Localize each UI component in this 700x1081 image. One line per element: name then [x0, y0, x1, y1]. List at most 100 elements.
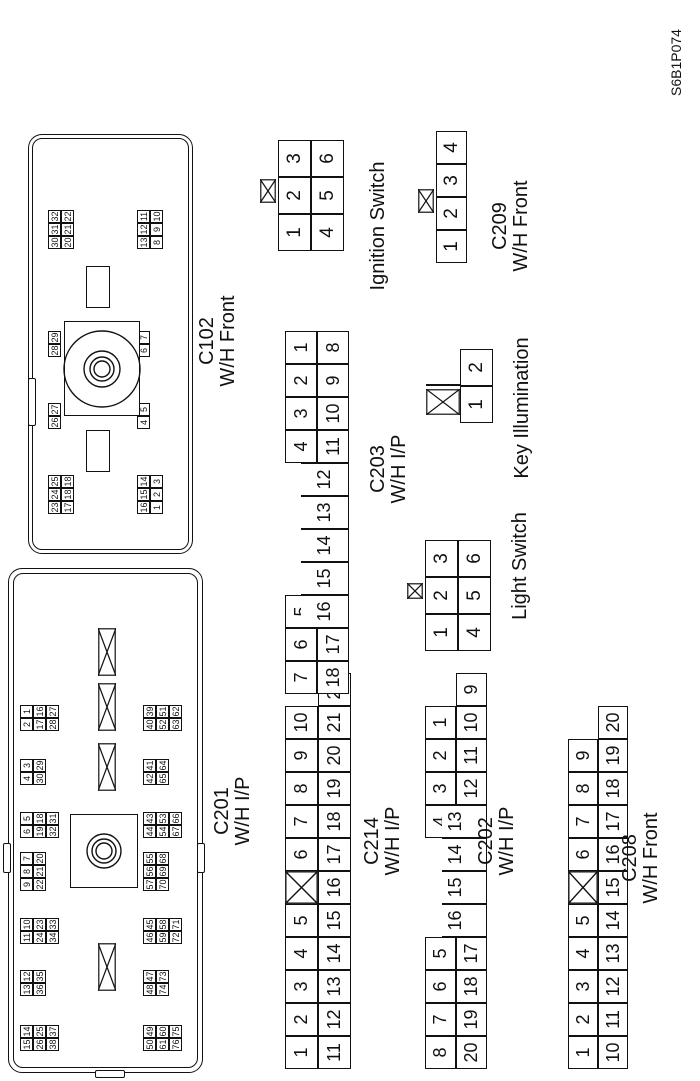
c201-pin-6: 6 [20, 825, 33, 838]
light-switch-pin-3: 3 [425, 540, 458, 577]
c102-pin-28: 28 [48, 344, 61, 357]
c203-pin-1: 1 [285, 331, 317, 364]
c202-label: C202 W/H I/P [475, 781, 518, 901]
c201-pin-63: 63 [169, 718, 182, 731]
c201-pin-67: 67 [169, 825, 182, 838]
c102-pin-4: 4 [137, 416, 150, 429]
c201-pin-30: 30 [33, 772, 46, 785]
c201-pin-11: 11 [20, 931, 33, 944]
c209-pin-1: 1 [436, 230, 467, 263]
c102-harness: W/H Front [217, 295, 239, 387]
c201-pin-36: 36 [33, 983, 46, 996]
c201-pin-39: 39 [143, 705, 156, 718]
c214-pin-4: 4 [285, 937, 318, 970]
c201-pin-71: 71 [169, 918, 182, 931]
c208-pin-13: 13 [598, 937, 628, 970]
c209-harness: W/H Front [510, 180, 532, 272]
c209-pin-3: 3 [436, 164, 467, 197]
c202-pin-1: 1 [425, 706, 456, 739]
c102-slot-right [86, 266, 110, 308]
c102-pin-16: 16 [137, 501, 150, 514]
diagram-code: S6B1P074 [668, 29, 684, 96]
c201-pin-61: 61 [156, 1038, 169, 1051]
ignition-switch-pin-1: 1 [278, 214, 311, 251]
c202-pin-6: 6 [425, 970, 456, 1003]
c201-blank-pin-x [98, 628, 116, 676]
c201-pin-9: 9 [20, 878, 33, 891]
c201-pin-52: 52 [156, 718, 169, 731]
c214-pin-7: 7 [285, 805, 318, 838]
c201-code: C201 [211, 787, 233, 835]
c203-pin-4: 4 [285, 430, 317, 463]
c203-pin-18: 18 [317, 661, 349, 694]
c214-pin-3: 3 [285, 970, 318, 1003]
c201-pin-64: 64 [156, 759, 169, 772]
c201-pin-49: 49 [143, 1025, 156, 1038]
c214-pin-5: 5 [285, 904, 318, 937]
ignition-switch-pin-2: 2 [278, 177, 311, 214]
c201-pin-1: 1 [20, 705, 33, 718]
c214-pin-17: 17 [318, 838, 351, 871]
c201-pin-72: 72 [169, 931, 182, 944]
ignition-switch-pin-4: 4 [311, 214, 344, 251]
c102-pin-23: 23 [48, 501, 61, 514]
c102-pin-11: 11 [137, 210, 150, 223]
c201-pin-19: 19 [33, 825, 46, 838]
c203-harness: W/H I/P [388, 434, 410, 504]
c201-pin-45: 45 [143, 918, 156, 931]
light-switch-latch-icon [407, 583, 423, 599]
c202-pin-7: 7 [425, 1003, 456, 1036]
c201-pin-29: 29 [33, 759, 46, 772]
c214-harness: W/H I/P [382, 806, 404, 876]
c208-pin-12: 12 [598, 970, 628, 1003]
c208-pin-6: 6 [568, 838, 598, 871]
c201-pin-20: 20 [33, 852, 46, 865]
c201-pin-21: 21 [33, 865, 46, 878]
c201-pin-76: 76 [169, 1038, 182, 1051]
c201-pin-37: 37 [46, 1025, 59, 1038]
c102-pin-25: 25 [48, 475, 61, 488]
c214-pin-1: 1 [285, 1036, 318, 1069]
c214-pin-16: 16 [318, 871, 351, 904]
light-switch-pin-4: 4 [458, 614, 491, 651]
c102-pin-24: 24 [48, 488, 61, 501]
c203-pin-9: 9 [317, 364, 349, 397]
c209-pin-4: 4 [436, 131, 467, 164]
c201-pin-24: 24 [33, 931, 46, 944]
c102-pin-26: 26 [48, 416, 61, 429]
c102-pin-2: 2 [150, 488, 163, 501]
c203-pin-16: 16 [301, 595, 349, 628]
c102-pin-17: 17 [61, 501, 74, 514]
light-switch-pin-2: 2 [425, 577, 458, 614]
c201-pin-70: 70 [156, 878, 169, 891]
c201-harness: W/H I/P [232, 776, 254, 846]
c203-pin-10: 10 [317, 397, 349, 430]
c208-pin-19: 19 [598, 739, 628, 772]
c201-pin-62: 62 [169, 705, 182, 718]
c202-pin-9: 9 [456, 673, 487, 706]
c203-label: C203 W/H I/P [367, 409, 410, 529]
c208-pin-5: 5 [568, 904, 598, 937]
c102-top-tab [28, 378, 36, 426]
c201-pin-32: 32 [46, 825, 59, 838]
c102-pin-1: 1 [150, 501, 163, 514]
c102-pin-8: 8 [150, 236, 163, 249]
c208-code: C208 [619, 834, 641, 882]
c208-blank-pin-x [568, 871, 598, 904]
c201-pin-47: 47 [143, 970, 156, 983]
c201-pin-57: 57 [143, 878, 156, 891]
c202-pin-20: 20 [456, 1036, 487, 1069]
c201-pin-4: 4 [20, 772, 33, 785]
c208-pin-20: 20 [598, 706, 628, 739]
c202-pin-19: 19 [456, 1003, 487, 1036]
ignition-switch-label: Ignition Switch [367, 161, 389, 291]
c201-pin-12: 12 [20, 970, 33, 983]
c203-code: C203 [367, 445, 389, 493]
c201-pin-27: 27 [46, 705, 59, 718]
c201-pin-54: 54 [156, 825, 169, 838]
c201-pin-23: 23 [33, 918, 46, 931]
light-switch-pin-5: 5 [458, 577, 491, 614]
c208-pin-4: 4 [568, 937, 598, 970]
c214-pin-12: 12 [318, 1003, 351, 1036]
c201-bottom-tab [197, 843, 205, 873]
